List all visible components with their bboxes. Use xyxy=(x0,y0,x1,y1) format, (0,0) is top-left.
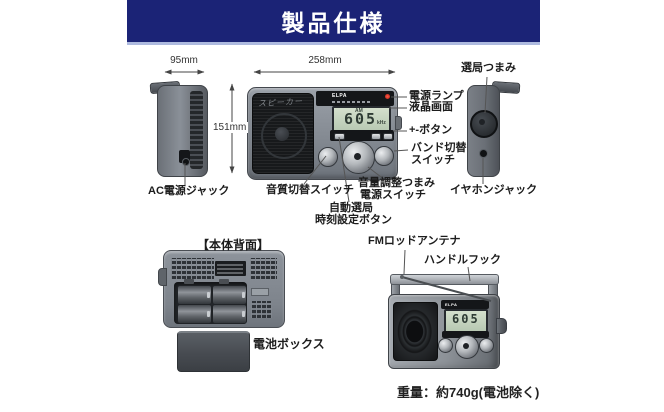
battery-cover xyxy=(177,331,250,372)
back-vent-right xyxy=(250,258,277,279)
label-volume-knob: 音量調整つまみ xyxy=(358,177,435,189)
battery-1 xyxy=(177,285,212,305)
minus-button xyxy=(383,133,393,140)
back-vent-left xyxy=(171,258,214,279)
label-volume-power: 音量調整つまみ 電源スイッチ xyxy=(358,177,435,201)
volume-knob-hole xyxy=(354,153,361,160)
label-lcd-screen: 液晶画面 xyxy=(409,101,453,113)
header-banner: 製品仕様 xyxy=(127,0,540,45)
perspective-band-knob xyxy=(479,338,494,353)
label-plus-minus-buttons: +-ボタン xyxy=(409,124,453,136)
speaker-cone-ring xyxy=(261,113,307,159)
dimension-side-width: 95mm xyxy=(170,55,198,66)
weight-text: 重量：約740g(電池除く) xyxy=(397,385,540,400)
label-battery-box: 電池ボックス xyxy=(253,337,325,351)
auto-tune-button xyxy=(334,133,345,140)
perspective-brand: ELPA xyxy=(445,302,458,307)
perspective-tone-knob xyxy=(438,338,453,353)
label-earphone-jack: イヤホンジャック xyxy=(450,184,538,196)
battery-3 xyxy=(177,304,212,324)
power-lamp-icon xyxy=(385,94,390,99)
speaker-logo-text: スピーカー xyxy=(257,96,304,109)
perspective-side-knob xyxy=(496,318,507,334)
earphone-jack-icon xyxy=(479,149,488,158)
front-top-panel xyxy=(316,91,394,106)
back-spec-plate xyxy=(215,261,246,276)
label-auto-tuning-line1: 自動選局 xyxy=(329,202,373,214)
label-ac-power-jack: AC電源ジャック xyxy=(148,185,230,197)
carry-handle xyxy=(390,274,499,285)
label-band-switch: バンド切替 スイッチ xyxy=(411,142,467,166)
side-left-vent xyxy=(190,91,203,169)
speaker-cap xyxy=(275,127,289,141)
plus-button xyxy=(371,133,381,140)
back-vent-small xyxy=(251,301,272,318)
cover-hinge-right xyxy=(219,279,229,284)
lcd-frequency: 605 xyxy=(344,110,378,128)
back-barcode-label xyxy=(251,288,269,296)
back-section-title: 【本体背面】 xyxy=(197,238,270,252)
side-tuning-knob-edge xyxy=(395,116,402,130)
dimension-front-width: 258mm xyxy=(308,55,342,66)
ac-jack-icon xyxy=(182,158,190,166)
tuning-knob-hole xyxy=(479,119,485,125)
lcd-unit-indicator: kHz xyxy=(377,120,386,126)
label-auto-tuning: 自動選局 時刻設定ボタン xyxy=(315,202,392,226)
perspective-button-strip xyxy=(442,331,489,338)
label-band-switch-line1: バンド切替 xyxy=(411,142,467,154)
perspective-volume-hole xyxy=(463,343,469,349)
tone-knob xyxy=(318,147,338,167)
perspective-lcd xyxy=(444,309,488,333)
label-power-switch: 電源スイッチ xyxy=(360,188,426,201)
perspective-speaker xyxy=(393,302,438,361)
label-auto-tuning-line2: 時刻設定ボタン xyxy=(315,213,392,226)
battery-2 xyxy=(212,285,247,305)
dimension-height: 151mm xyxy=(211,122,249,133)
band-knob xyxy=(374,146,394,166)
lcd-band-indicator: AM xyxy=(355,108,363,114)
ac-jack-housing xyxy=(179,150,190,163)
label-tuning-knob: 選局つまみ xyxy=(461,62,516,74)
perspective-frequency: 605 xyxy=(452,312,480,326)
cover-hinge-left xyxy=(184,279,194,284)
front-button-strip xyxy=(330,130,394,141)
page-title: 製品仕様 xyxy=(281,10,386,36)
label-tone-switch: 音質切替スイッチ xyxy=(266,184,354,196)
brand-logo: ELPA xyxy=(332,93,347,99)
perspective-top-panel xyxy=(441,300,489,309)
label-band-switch-line2: スイッチ xyxy=(411,153,455,166)
model-microtext xyxy=(332,101,372,103)
back-side-knob xyxy=(158,268,167,286)
label-power-lamp: 電源ランプ xyxy=(409,90,464,102)
label-fm-rod-antenna: FMロッドアンテナ xyxy=(368,235,461,247)
label-handle-hook: ハンドルフック xyxy=(424,254,501,266)
battery-4 xyxy=(212,304,247,324)
